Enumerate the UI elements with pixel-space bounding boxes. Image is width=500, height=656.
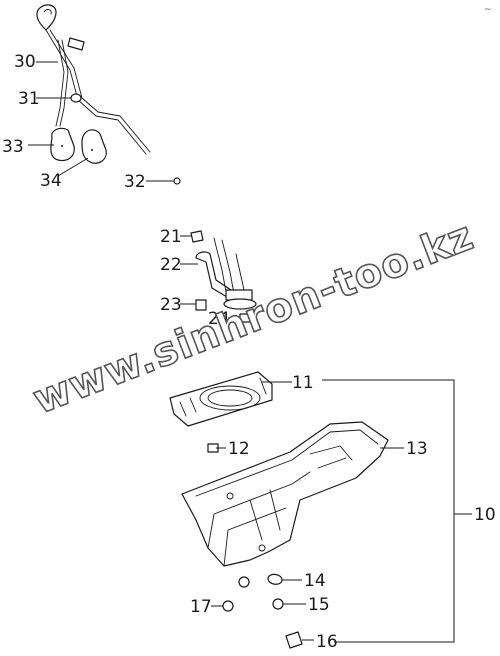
nut-24 <box>239 313 251 323</box>
dipstick-handle <box>36 4 57 31</box>
callout-10: 10 <box>474 505 496 525</box>
protective-cap-34 <box>81 129 107 164</box>
washer-15 <box>272 598 284 610</box>
callout-33: 33 <box>2 137 24 157</box>
callout-17: 17 <box>190 597 212 617</box>
baffle-plate <box>169 371 273 427</box>
callout-24: 24 <box>208 309 230 329</box>
bolt-23 <box>195 299 207 311</box>
callout-15: 15 <box>308 595 330 615</box>
oil-pickup-tube <box>195 251 235 301</box>
oil-pan <box>181 421 389 567</box>
oil-pickup-assembly <box>190 230 257 323</box>
callout-13: 13 <box>406 439 428 459</box>
plug-17 <box>222 600 234 612</box>
bolt-12 <box>207 443 219 453</box>
callout-14: 14 <box>304 571 326 591</box>
bolt-21 <box>190 230 204 243</box>
callout-31: 31 <box>18 89 40 109</box>
bolt-16 <box>285 631 303 649</box>
drain-plug-14 <box>267 573 283 585</box>
callout-32: 32 <box>124 172 146 192</box>
callout-12: 12 <box>228 439 250 459</box>
oil-pan-body <box>181 421 389 567</box>
callout-30: 30 <box>14 52 36 72</box>
callout-34: 34 <box>40 171 62 191</box>
corner-mark: ~ <box>484 5 492 15</box>
callout-11: 11 <box>292 373 314 393</box>
dipstick-assembly <box>36 4 151 164</box>
callout-21: 21 <box>160 227 182 247</box>
callout-16: 16 <box>316 632 338 652</box>
washer-32 <box>173 177 181 185</box>
o-ring <box>70 93 82 103</box>
callout-22: 22 <box>160 255 182 275</box>
callout-23: 23 <box>160 295 182 315</box>
protective-cap-33 <box>50 127 75 162</box>
